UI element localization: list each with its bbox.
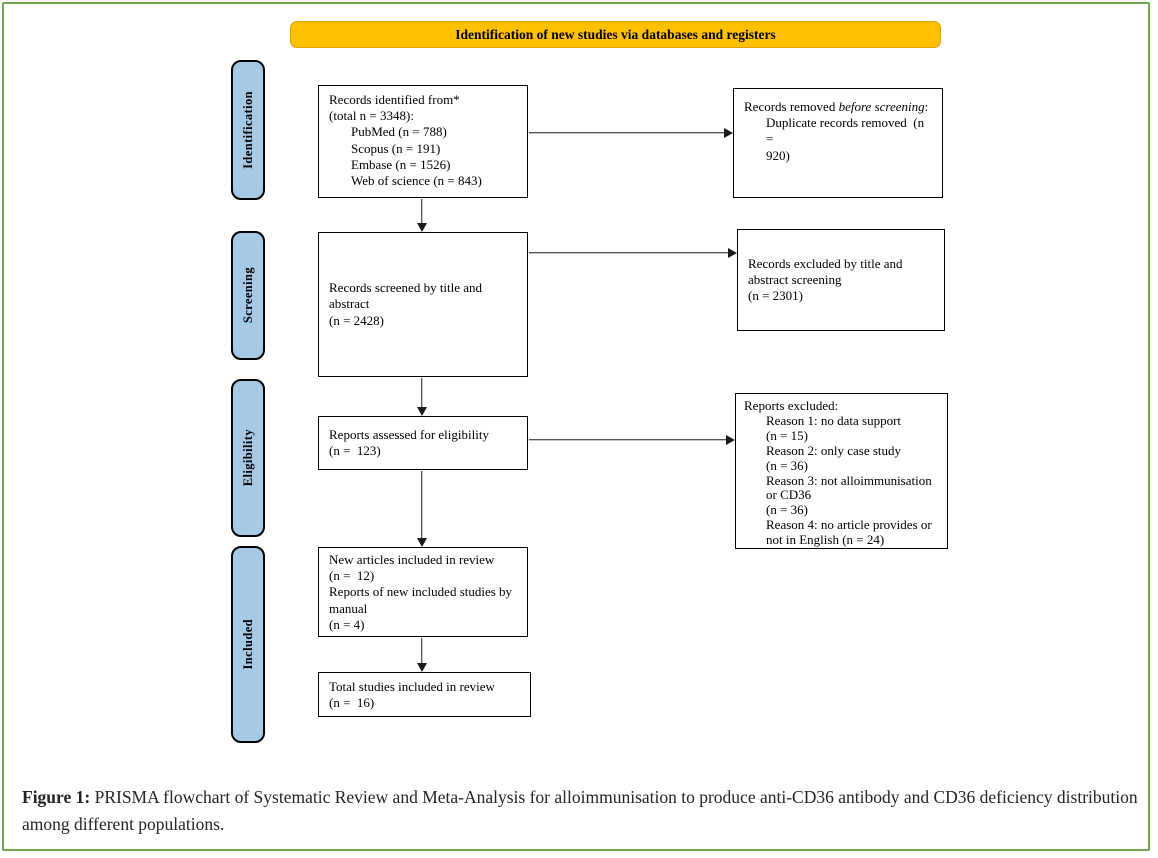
stage-label-included: Included	[231, 546, 265, 743]
arrow-identified-to-removed	[529, 126, 733, 139]
banner-identification-of-new-studies: Identification of new studies via databa…	[290, 21, 941, 48]
figure-caption: Figure 1: PRISMA flowchart of Systematic…	[22, 787, 1138, 835]
box-reports-excluded: Reports excluded:Reason 1: no data suppo…	[735, 393, 948, 549]
stage-label-screening: Screening	[231, 231, 265, 360]
arrow-assessed-to-included	[415, 471, 428, 547]
stage-label-included-text: Included	[240, 619, 255, 670]
stage-label-eligibility-text: Eligibility	[240, 429, 255, 487]
arrow-identified-to-screened	[415, 199, 428, 232]
box-records-removed-before-screening: Records removed before screening:Duplica…	[733, 88, 943, 198]
arrow-screened-to-excluded	[529, 246, 737, 259]
box-records-identified: Records identified from*(total n = 3348)…	[318, 85, 528, 198]
arrow-included-to-total	[415, 638, 428, 672]
stage-label-identification-text: Identification	[240, 91, 255, 169]
box-total-studies-included: Total studies included in review(n = 16)	[318, 672, 531, 717]
arrow-assessed-to-reports-excluded	[529, 433, 735, 446]
stage-label-screening-text: Screening	[240, 267, 255, 324]
banner-label: Identification of new studies via databa…	[455, 26, 776, 42]
box-reports-assessed: Reports assessed for eligibility(n = 123…	[318, 416, 528, 470]
stage-label-eligibility: Eligibility	[231, 379, 265, 537]
box-new-articles-included: New articles included in review(n = 12)R…	[318, 547, 528, 637]
arrow-screened-to-assessed	[415, 378, 428, 416]
stage-label-identification: Identification	[231, 60, 265, 200]
